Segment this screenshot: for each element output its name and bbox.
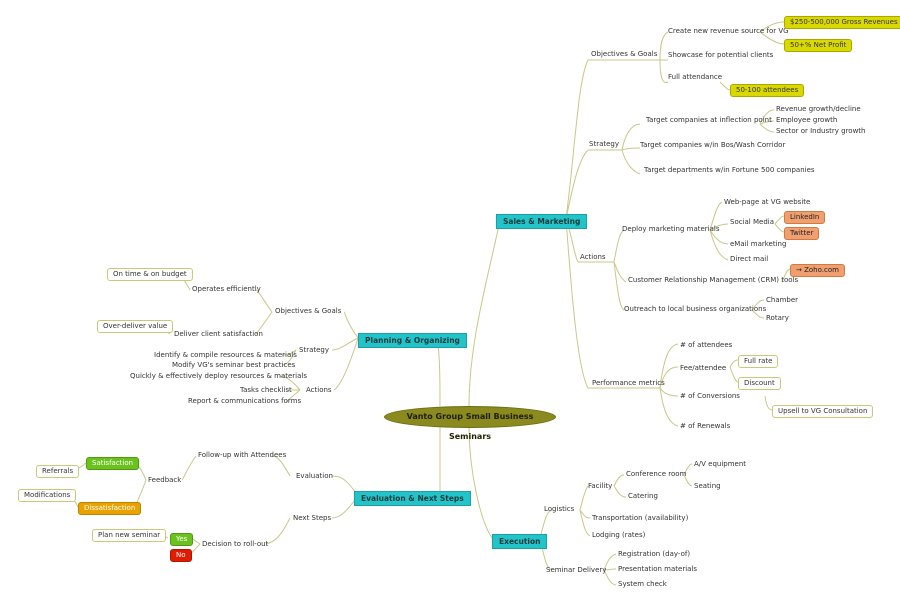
sales-strategy[interactable]: Strategy (589, 140, 619, 148)
employee-growth-node[interactable]: Employee growth (776, 116, 838, 124)
net-profit-tag[interactable]: 50+% Net Profit (784, 39, 853, 52)
operates-efficiently-node[interactable]: Operates efficiently (192, 285, 261, 293)
on-time-budget-node[interactable]: On time & on budget (107, 268, 193, 281)
dissatisfaction-tag[interactable]: Dissatisfaction (78, 502, 142, 515)
registration-node[interactable]: Registration (day-of) (618, 550, 691, 558)
attendees-range-tag[interactable]: 50-100 attendees (730, 84, 805, 97)
no-tag[interactable]: No (170, 549, 192, 562)
seminar-delivery-node[interactable]: Seminar Delivery (546, 566, 607, 574)
lodging-node[interactable]: Lodging (rates) (592, 531, 646, 539)
sales-objectives-goals[interactable]: Objectives & Goals (591, 50, 658, 58)
yes-tag[interactable]: Yes (170, 533, 194, 546)
seating-node[interactable]: Seating (694, 482, 721, 490)
revenue-source-node[interactable]: Create new revenue source for VG (668, 27, 789, 35)
renewals-node[interactable]: # of Renewals (680, 422, 731, 430)
conference-room-node[interactable]: Conference room (626, 470, 687, 478)
corridor-node[interactable]: Target companies w/in Bos/Wash Corridor (640, 141, 786, 149)
central-topic[interactable]: Vanto Group Small Business Seminars (384, 406, 556, 441)
rotary-node[interactable]: Rotary (766, 314, 789, 322)
full-attendance-node[interactable]: Full attendance (668, 73, 723, 81)
modifications-node[interactable]: Modifications (18, 489, 77, 502)
main-topic-evaluation-next-steps[interactable]: Evaluation & Next Steps (354, 491, 471, 506)
direct-mail-node[interactable]: Direct mail (730, 255, 769, 263)
twitter-tag[interactable]: Twitter (784, 227, 820, 240)
fee-attendee-node[interactable]: Fee/attendee (680, 364, 727, 372)
main-topic-execution[interactable]: Execution (492, 534, 548, 549)
facility-node[interactable]: Facility (588, 482, 613, 490)
linkedin-tag[interactable]: LinkedIn (784, 211, 826, 224)
performance-metrics[interactable]: Performance metrics (592, 379, 665, 387)
gross-revenues-tag[interactable]: $250-500,000 Gross Revenues (784, 16, 900, 29)
presentation-node[interactable]: Presentation materials (618, 565, 698, 573)
deliver-satisfaction-node[interactable]: Deliver client satisfaction (174, 330, 263, 338)
email-marketing-node[interactable]: eMail marketing (730, 240, 787, 248)
planning-strategy[interactable]: Strategy (299, 346, 329, 354)
decision-rollout-node[interactable]: Decision to roll-out (202, 540, 269, 548)
feedback-node[interactable]: Feedback (148, 476, 182, 484)
upsell-node[interactable]: Upsell to VG Consultation (772, 405, 874, 418)
crm-node[interactable]: Customer Relationship Management (CRM) t… (628, 276, 799, 284)
sector-growth-node[interactable]: Sector or Industry growth (776, 127, 866, 135)
tasks-checklist-node[interactable]: Tasks checklist (240, 386, 292, 394)
modify-practices-node[interactable]: Modify VG's seminar best practices (172, 361, 296, 369)
evaluation-node[interactable]: Evaluation (296, 472, 333, 480)
deploy-resources-node[interactable]: Quickly & effectively deploy resources &… (130, 372, 308, 380)
planning-objectives-goals[interactable]: Objectives & Goals (275, 307, 342, 315)
deploy-marketing-node[interactable]: Deploy marketing materials (622, 225, 720, 233)
referrals-node[interactable]: Referrals (36, 465, 80, 478)
satisfaction-tag[interactable]: Satisfaction (86, 457, 140, 470)
chamber-node[interactable]: Chamber (766, 296, 799, 304)
webpage-node[interactable]: Web-page at VG website (724, 198, 811, 206)
main-topic-sales-marketing[interactable]: Sales & Marketing (496, 214, 588, 229)
revenue-growth-node[interactable]: Revenue growth/decline (776, 105, 861, 113)
main-topic-planning-organizing[interactable]: Planning & Organizing (358, 333, 467, 348)
follow-up-node[interactable]: Follow-up with Attendees (198, 451, 287, 459)
catering-node[interactable]: Catering (628, 492, 658, 500)
outreach-node[interactable]: Outreach to local business organizations (624, 305, 767, 313)
zoho-tag[interactable]: → Zoho.com (790, 264, 845, 277)
plan-new-seminar-node[interactable]: Plan new seminar (92, 529, 167, 542)
attendees-count-node[interactable]: # of attendees (680, 341, 733, 349)
full-rate-node[interactable]: Full rate (738, 355, 779, 368)
transportation-node[interactable]: Transportation (availability) (592, 514, 689, 522)
system-check-node[interactable]: System check (618, 580, 667, 588)
av-equipment-node[interactable]: A/V equipment (694, 460, 747, 468)
next-steps-node[interactable]: Next Steps (293, 514, 332, 522)
fortune-node[interactable]: Target departments w/in Fortune 500 comp… (644, 166, 815, 174)
identify-resources-node[interactable]: Identify & compile resources & materials (154, 351, 297, 359)
conversions-node[interactable]: # of Conversions (680, 392, 740, 400)
logistics-node[interactable]: Logistics (544, 505, 575, 513)
planning-actions[interactable]: Actions (306, 386, 332, 394)
report-forms-node[interactable]: Report & communications forms (188, 397, 302, 405)
over-deliver-node[interactable]: Over-deliver value (97, 320, 174, 333)
inflection-node[interactable]: Target companies at inflection point (646, 116, 772, 124)
showcase-node[interactable]: Showcase for potential clients (668, 51, 774, 59)
discount-node[interactable]: Discount (738, 377, 781, 390)
social-media-node[interactable]: Social Media (730, 218, 775, 226)
sales-actions[interactable]: Actions (580, 253, 606, 261)
